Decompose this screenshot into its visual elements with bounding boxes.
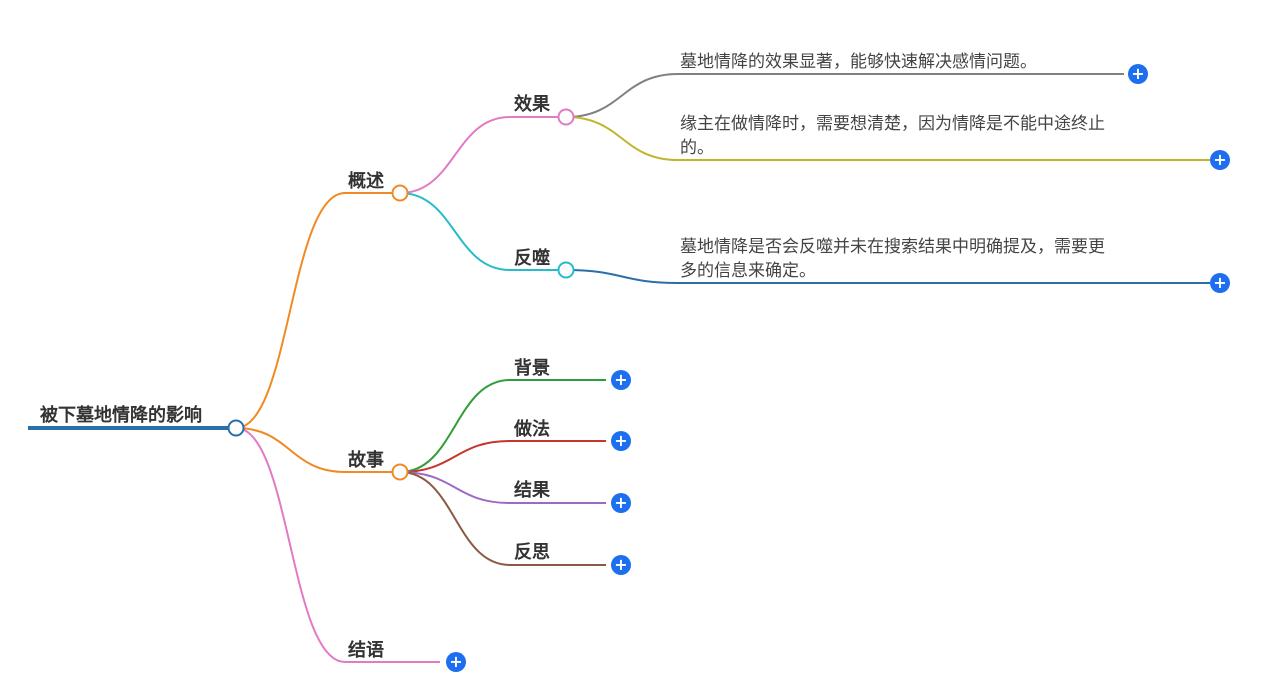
overview-node-label[interactable]: 概述	[348, 171, 384, 192]
story-node-label[interactable]: 故事	[348, 450, 384, 471]
conclusion-expand-button[interactable]: +	[446, 652, 466, 672]
connector-backlash-leaf-1	[565, 269, 1210, 284]
story-background-label[interactable]: 背景	[514, 358, 550, 379]
effect-leaf-1-expand-button[interactable]: +	[1128, 64, 1148, 84]
effect-leaf-1-line1: 墓地情降的效果显著，能够快速解决感情问题。	[680, 52, 1037, 72]
effect-leaf-1-text[interactable]: 墓地情降的效果显著，能够快速解决感情问题。	[680, 50, 1037, 74]
backlash-node-label[interactable]: 反噬	[514, 248, 550, 269]
connector-story-reflect	[399, 471, 606, 566]
effect-leaf-2-line1: 缘主在做情降时，需要想清楚，因为情降是不能中途终止	[680, 114, 1105, 134]
connector-story-method	[399, 440, 606, 473]
story-background-expand-button[interactable]: +	[611, 370, 631, 390]
connector-overview-backlash	[399, 192, 566, 271]
story-reflect-expand-button[interactable]: +	[611, 555, 631, 575]
story-method-expand-button[interactable]: +	[611, 431, 631, 451]
backlash-leaf-1-expand-button[interactable]: +	[1210, 273, 1230, 293]
connector-story-result	[399, 471, 606, 504]
story-collapse-toggle[interactable]	[391, 463, 409, 481]
connector-story-background	[399, 379, 606, 473]
root-node-label[interactable]: 被下墓地情降的影响	[40, 405, 202, 426]
effect-collapse-toggle[interactable]	[557, 108, 575, 126]
story-method-label[interactable]: 做法	[514, 419, 550, 440]
root-collapse-toggle[interactable]	[227, 419, 245, 437]
backlash-collapse-toggle[interactable]	[557, 261, 575, 279]
story-result-label[interactable]: 结果	[514, 480, 550, 501]
backlash-leaf-1-line1: 墓地情降是否会反噬并未在搜索结果中明确提及，需要更	[680, 237, 1105, 257]
connector-effect-leaf-1	[565, 73, 1124, 118]
backlash-leaf-1-line2: 多的信息来确定。	[680, 261, 816, 281]
effect-leaf-2-text[interactable]: 缘主在做情降时，需要想清楚，因为情降是不能中途终止 的。	[680, 112, 1105, 160]
connector-root-overview	[235, 192, 400, 429]
story-result-expand-button[interactable]: +	[611, 493, 631, 513]
effect-node-label[interactable]: 效果	[514, 94, 550, 115]
effect-leaf-2-expand-button[interactable]: +	[1210, 150, 1230, 170]
connector-root-story	[235, 427, 400, 473]
overview-collapse-toggle[interactable]	[391, 184, 409, 202]
backlash-leaf-1-text[interactable]: 墓地情降是否会反噬并未在搜索结果中明确提及，需要更 多的信息来确定。	[680, 235, 1105, 283]
connector-effect-leaf-2	[565, 116, 1210, 161]
story-reflect-label[interactable]: 反思	[514, 542, 550, 563]
connector-overview-effect	[399, 116, 566, 194]
effect-leaf-2-line2: 的。	[680, 138, 714, 158]
connector-root-conclusion	[235, 427, 440, 663]
conclusion-node-label[interactable]: 结语	[348, 640, 384, 661]
